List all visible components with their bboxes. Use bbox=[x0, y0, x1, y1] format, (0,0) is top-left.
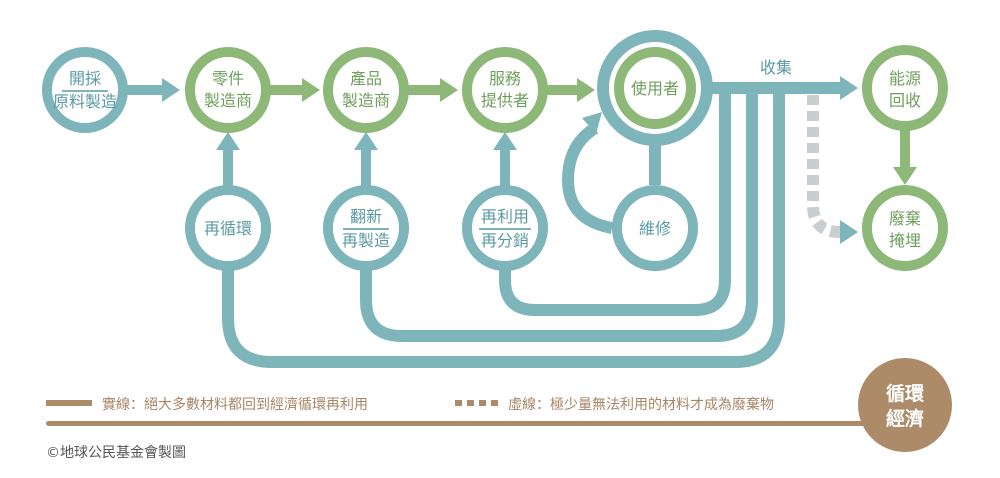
refurbish-return-pipe bbox=[360, 88, 758, 342]
product-label-2: 製造商 bbox=[342, 91, 390, 110]
reuse-label-1: 再利用 bbox=[481, 207, 529, 226]
arrow-to-energy bbox=[840, 76, 858, 100]
repair-loop bbox=[561, 122, 614, 234]
node-energy bbox=[862, 45, 948, 131]
baseline-bar bbox=[46, 421, 876, 426]
node-recycle bbox=[185, 185, 271, 271]
credit: ©地球公民基金會製圖 bbox=[46, 445, 186, 461]
badge-line-2: 經濟 bbox=[886, 407, 924, 430]
user-label: 使用者 bbox=[631, 79, 679, 98]
circular-economy-badge bbox=[858, 358, 952, 452]
node-repair bbox=[612, 185, 698, 271]
energy-label-2: 回收 bbox=[889, 91, 921, 110]
parts-label-2: 製造商 bbox=[204, 91, 252, 110]
service-label-1: 服務 bbox=[489, 69, 521, 88]
reuse-label-2: 再分銷 bbox=[481, 231, 529, 250]
mining-label-2: 原料製造 bbox=[53, 92, 117, 111]
reuse-return-pipe bbox=[499, 88, 731, 316]
repair-label: 維修 bbox=[639, 219, 671, 238]
forward-arrows bbox=[125, 78, 917, 188]
collect-label: 收集 bbox=[760, 58, 792, 77]
product-label-1: 產品 bbox=[350, 69, 382, 88]
energy-label-1: 能源 bbox=[889, 69, 921, 88]
node-user bbox=[614, 47, 696, 129]
node-product bbox=[323, 47, 409, 133]
solid-legend-swatch bbox=[46, 400, 92, 406]
landfill-label-2: 掩埋 bbox=[889, 231, 921, 250]
return-pipes bbox=[222, 82, 840, 368]
node-landfill bbox=[862, 185, 948, 271]
refurbish-label-1: 翻新 bbox=[350, 207, 382, 226]
landfill-label-1: 廢棄 bbox=[889, 209, 921, 228]
refurbish-label-2: 再製造 bbox=[342, 231, 390, 250]
node-parts bbox=[185, 47, 271, 133]
legend-dashed-text: 虛線：極少量無法利用的材料才成為廢棄物 bbox=[508, 397, 774, 413]
arrow-repair-to-user bbox=[582, 112, 602, 134]
parts-label-1: 零件 bbox=[212, 69, 244, 88]
recycle-return-pipe bbox=[222, 88, 785, 368]
legend-solid-text: 實線：絕大多數材料都回到經濟循環再利用 bbox=[102, 397, 368, 413]
waste-dashed-pipe bbox=[807, 95, 841, 238]
mining-label-1: 開採 bbox=[69, 69, 101, 88]
dashed-legend-swatch bbox=[455, 400, 498, 406]
service-label-2: 提供者 bbox=[481, 91, 529, 110]
badge-line-1: 循環 bbox=[886, 382, 925, 405]
recycle-label: 再循環 bbox=[204, 219, 252, 238]
node-service bbox=[462, 47, 548, 133]
arrow-to-landfill bbox=[840, 220, 858, 244]
